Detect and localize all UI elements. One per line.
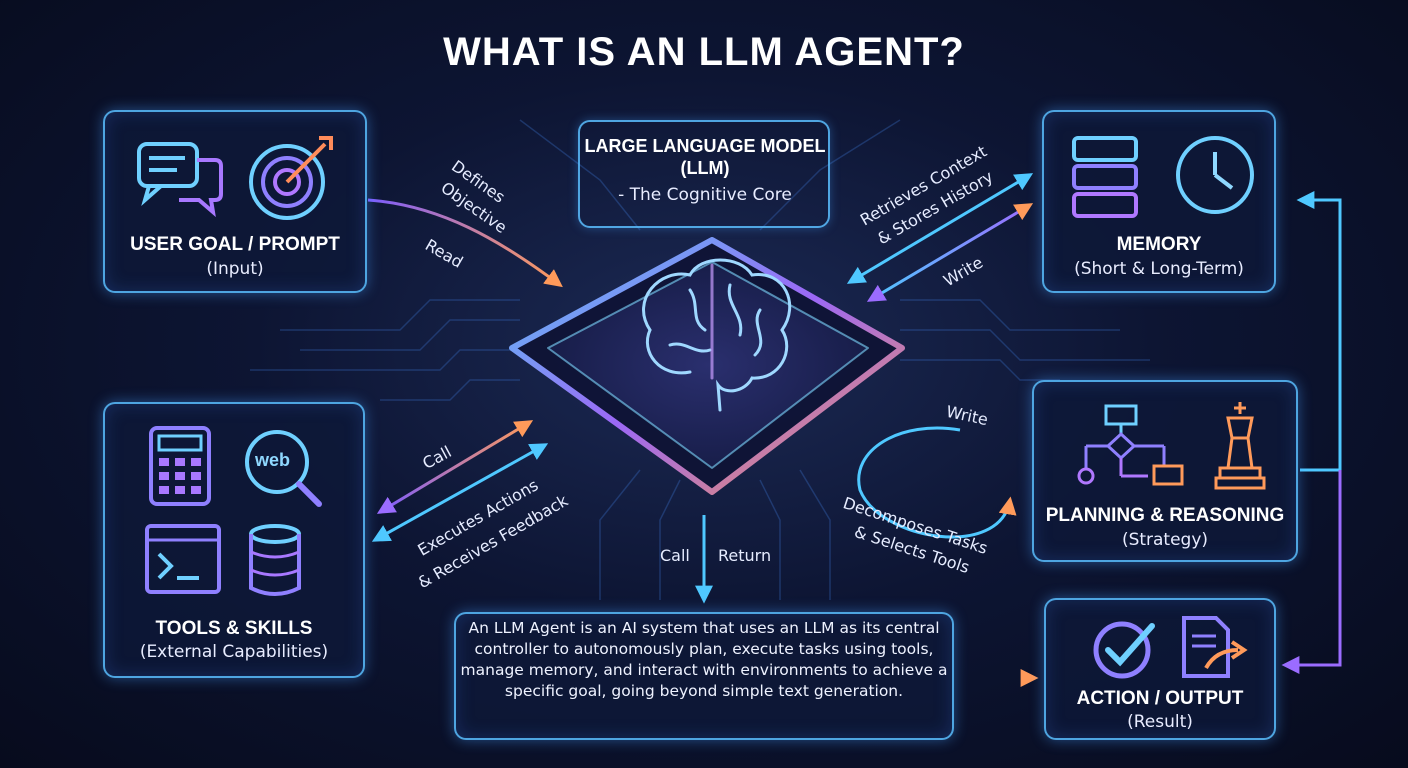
- definition-box: [454, 612, 954, 740]
- flowchart-icon: [1077, 404, 1184, 486]
- arrow-core-memory-write: [866, 203, 1034, 302]
- tools-title: TOOLS & SKILLS: [155, 618, 313, 639]
- checkmark-icon: [1093, 621, 1155, 679]
- llm-subtitle: - The Cognitive Core: [618, 185, 792, 205]
- target-icon: [249, 136, 333, 220]
- document-export-icon: [1182, 616, 1248, 678]
- planning-subtitle: (Strategy): [1121, 530, 1209, 550]
- tools-subtitle: (External Capabilities): [139, 642, 329, 662]
- brain-icon: [642, 258, 792, 412]
- circuit-traces: [250, 119, 1150, 600]
- planning-title: PLANNING & REASONING: [1045, 505, 1285, 526]
- llm-label-frame: [578, 120, 830, 228]
- user-goal-box: USER GOAL / PROMPT (Input): [103, 110, 367, 293]
- memory-subtitle: (Short & Long-Term): [1074, 259, 1244, 279]
- memory-title: MEMORY: [1116, 234, 1202, 255]
- calculator-icon: [149, 426, 211, 506]
- planning-box: PLANNING & REASONING (Strategy): [1032, 380, 1298, 562]
- database-stack-icon: [1072, 136, 1138, 218]
- user-goal-title: USER GOAL / PROMPT: [130, 234, 340, 255]
- tools-box: web TOOLS & SKILLS (External Capabilitie…: [103, 402, 365, 678]
- arrow-user-to-core: [367, 198, 563, 288]
- arrow-tools-feedback: [371, 443, 549, 542]
- web-search-icon: web: [239, 426, 331, 510]
- loop-planning-action: [1281, 470, 1342, 674]
- action-subtitle: (Result): [1127, 712, 1193, 732]
- action-box: ACTION / OUTPUT (Result): [1044, 598, 1276, 740]
- clock-icon: [1176, 136, 1254, 214]
- user-goal-subtitle: (Input): [206, 259, 264, 279]
- label-return-center: Return: [718, 546, 772, 565]
- planning-loop-arrow: [857, 426, 1017, 539]
- llm-title: LARGE LANGUAGE MODEL (LLM): [584, 136, 826, 178]
- chat-bubbles-icon: [137, 142, 223, 218]
- database-icon: [249, 524, 301, 596]
- llm-core-chip: [509, 237, 905, 495]
- definition-text: An LLM Agent is an AI system that uses a…: [460, 619, 948, 700]
- action-title: ACTION / OUTPUT: [1076, 688, 1244, 709]
- memory-box: MEMORY (Short & Long-Term): [1042, 110, 1276, 293]
- terminal-icon: [145, 524, 221, 594]
- page-title: WHAT IS AN LLM AGENT?: [443, 30, 965, 74]
- chess-king-icon: [1214, 402, 1266, 490]
- web-label: web: [255, 450, 291, 470]
- label-call-center: Call: [660, 546, 690, 565]
- loop-memory-planning: [1296, 191, 1342, 472]
